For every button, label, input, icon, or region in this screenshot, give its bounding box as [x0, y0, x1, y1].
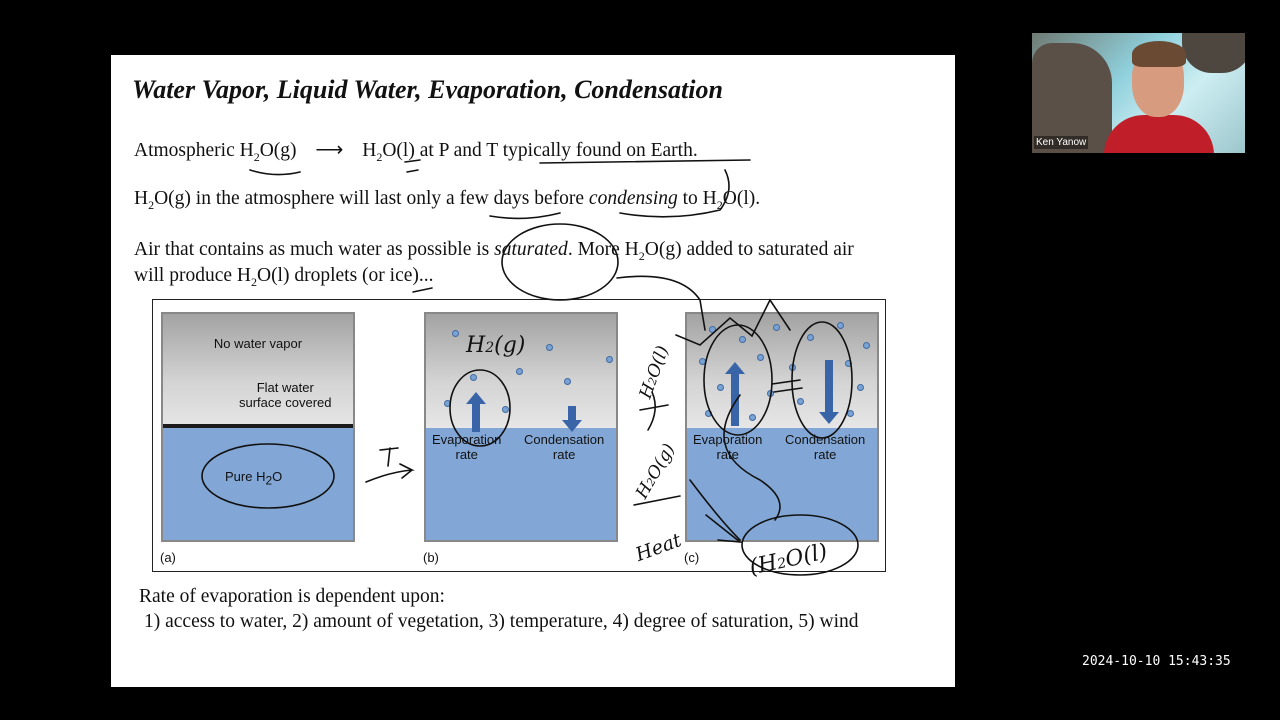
line-atmospheric: Atmospheric H2O(g) ⟶ H2O(l) at P and T t… [134, 140, 698, 164]
slide-title: Water Vapor, Liquid Water, Evaporation, … [132, 75, 723, 104]
pure-water-label: Pure H2O [225, 469, 283, 488]
evaporation-arrow-icon [725, 362, 745, 426]
condensation-arrow-icon [562, 406, 582, 432]
slide: Water Vapor, Liquid Water, Evaporation, … [111, 55, 955, 687]
line-days: H2O(g) in the atmosphere will last only … [134, 188, 761, 212]
participant-video [1104, 115, 1214, 153]
surface-film [163, 424, 353, 428]
participant-name: Ken Yanow [1034, 136, 1089, 149]
evaporation-rate-heading: Rate of evaporation is dependent upon: [139, 586, 445, 607]
panel-b-letter: (b) [423, 550, 439, 565]
evaporation-factors: 1) access to water, 2) amount of vegetat… [144, 611, 859, 632]
panel-a-letter: (a) [160, 550, 176, 565]
webcam-tile[interactable]: Ken Yanow [1032, 33, 1245, 153]
line-droplets: will produce H2O(l) droplets (or ice)... [134, 265, 434, 289]
timestamp: 2024-10-10 15:43:35 [1082, 654, 1231, 669]
no-vapor-label: No water vapor [213, 336, 303, 351]
reaction-arrow-icon: ⟶ [315, 140, 344, 161]
condensation-arrow-icon [819, 360, 839, 424]
panel-c-letter: (c) [684, 550, 700, 565]
line-saturated: Air that contains as much water as possi… [134, 239, 854, 263]
evaporation-arrow-icon [466, 392, 486, 432]
